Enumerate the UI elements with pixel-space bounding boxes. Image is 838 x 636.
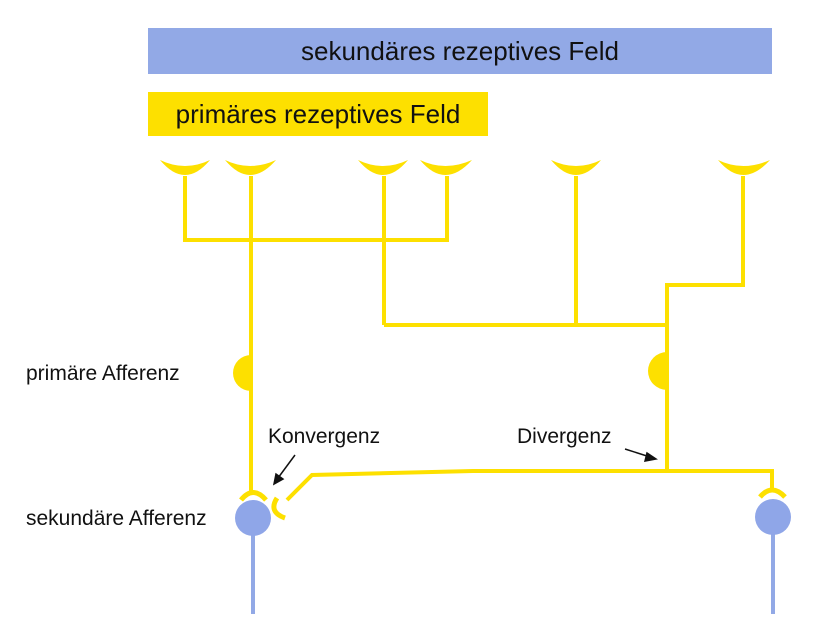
- convergence-branch: [285, 469, 667, 502]
- divergence-branch: [667, 469, 774, 488]
- receptor-cup-4: [420, 160, 472, 175]
- secondary-afferent-label: sekundäre Afferenz: [26, 507, 207, 530]
- synapse-cap-convergence: [271, 496, 286, 521]
- receptor-cup-6: [718, 160, 770, 175]
- convergence-arrow: [277, 454, 296, 479]
- secondary-receptive-field-label: sekundäres rezeptives Feld: [301, 35, 619, 66]
- divergence-label: Divergenz: [517, 425, 612, 448]
- primary-soma-left: [233, 355, 251, 391]
- primary-afferent-label: primäre Afferenz: [26, 362, 180, 385]
- synapse-cap-primary: [239, 490, 268, 502]
- primary-tree-left: [183, 176, 449, 242]
- primary-tree-right: [384, 176, 745, 327]
- receptor-cup-2: [225, 160, 276, 175]
- convergence-arrowhead: [272, 472, 285, 486]
- receptor-cup-3: [358, 160, 408, 175]
- secondary-soma-left: [235, 500, 271, 536]
- primary-soma-right: [648, 352, 667, 390]
- synapse-cap-divergence: [758, 487, 787, 499]
- convergence-label: Konvergenz: [268, 425, 381, 448]
- secondary-receptive-field-banner: sekundäres rezeptives Feld: [148, 28, 772, 74]
- receptor-cup-5: [551, 160, 601, 175]
- receptor-cup-1: [160, 160, 210, 175]
- primary-receptive-field-label: primäres rezeptives Feld: [175, 98, 461, 129]
- secondary-soma-right: [755, 499, 791, 535]
- divergence-arrowhead: [643, 451, 658, 462]
- primary-receptive-field-banner: primäres rezeptives Feld: [148, 92, 488, 136]
